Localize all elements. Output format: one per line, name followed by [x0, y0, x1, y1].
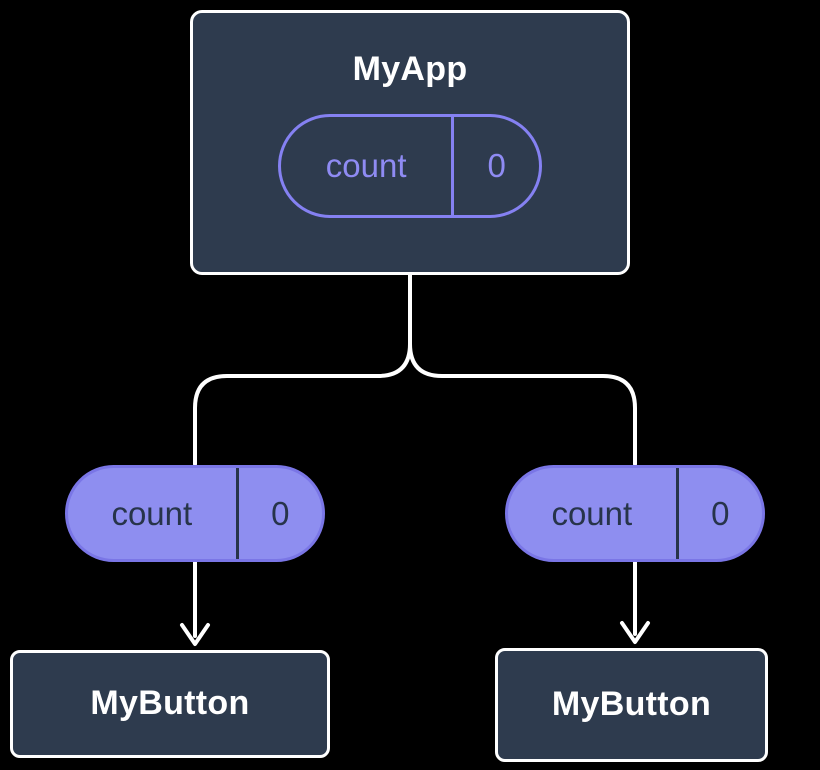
prop-name-label: count — [111, 494, 193, 532]
mybutton-title: MyButton — [551, 685, 712, 724]
pill-divider — [675, 468, 679, 559]
arrow-right-head-icon — [620, 621, 650, 644]
fork-connector-right — [408, 272, 637, 466]
fork-connector-left — [193, 272, 412, 466]
myapp-title: MyApp — [352, 50, 468, 88]
prop-value-label: 0 — [271, 494, 290, 532]
myapp-node: MyApp count 0 — [190, 10, 630, 275]
passed-prop-pill-right: count 0 — [505, 465, 765, 562]
pill-divider — [235, 468, 239, 559]
mybutton-node-left: MyButton — [10, 650, 330, 758]
prop-value-label: 0 — [711, 494, 730, 532]
arrow-left-head-icon — [180, 623, 210, 646]
passed-prop-pill-left: count 0 — [65, 465, 325, 562]
prop-name-label: count — [551, 494, 633, 532]
mybutton-node-right: MyButton — [495, 648, 768, 762]
prop-name-label: count — [325, 147, 407, 185]
myapp-prop-pill: count 0 — [278, 114, 542, 219]
mybutton-title: MyButton — [90, 684, 250, 723]
pill-divider — [451, 117, 455, 216]
prop-value-label: 0 — [487, 147, 506, 185]
